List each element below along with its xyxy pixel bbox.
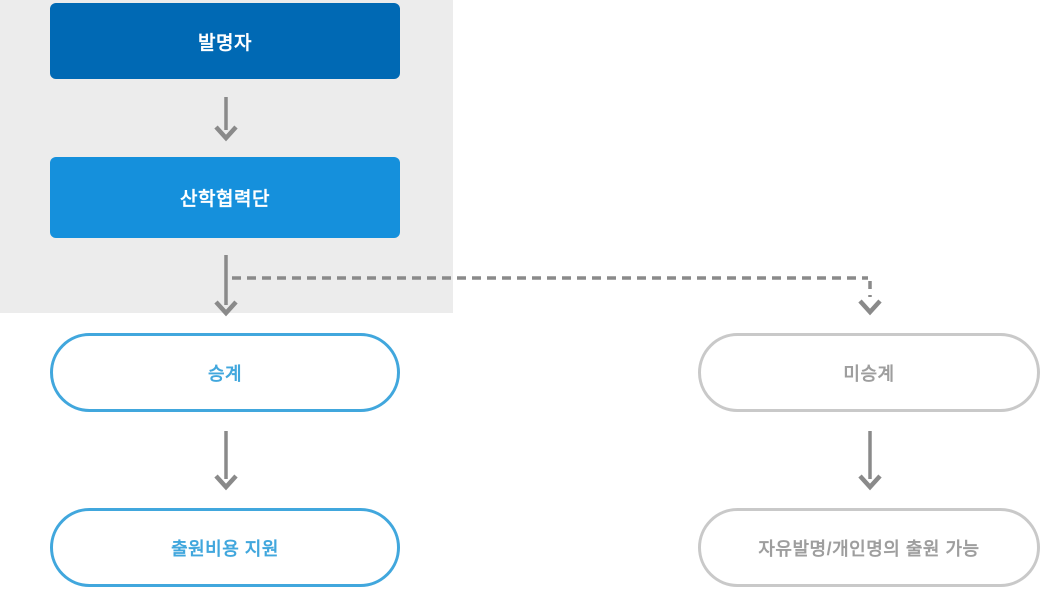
node-non-succession: 미승계 — [698, 333, 1040, 412]
node-cost-support: 출원비용 지원 — [50, 508, 400, 587]
node-free-invention: 자유발명/개인명의 출원 가능 — [698, 508, 1040, 587]
node-free-invention-label: 자유발명/개인명의 출원 가능 — [758, 538, 980, 559]
arrow-succession-to-cost-support — [214, 431, 238, 491]
node-non-succession-label: 미승계 — [843, 363, 895, 384]
node-succession-label: 승계 — [207, 363, 243, 384]
node-foundation: 산학협력단 — [50, 157, 400, 238]
node-cost-support-label: 출원비용 지원 — [171, 538, 279, 559]
node-foundation-label: 산학협력단 — [180, 189, 270, 210]
arrow-non-succession-to-free-invention — [858, 431, 882, 491]
node-inventor-label: 발명자 — [198, 32, 252, 54]
node-succession: 승계 — [50, 333, 400, 412]
node-inventor: 발명자 — [50, 3, 400, 79]
